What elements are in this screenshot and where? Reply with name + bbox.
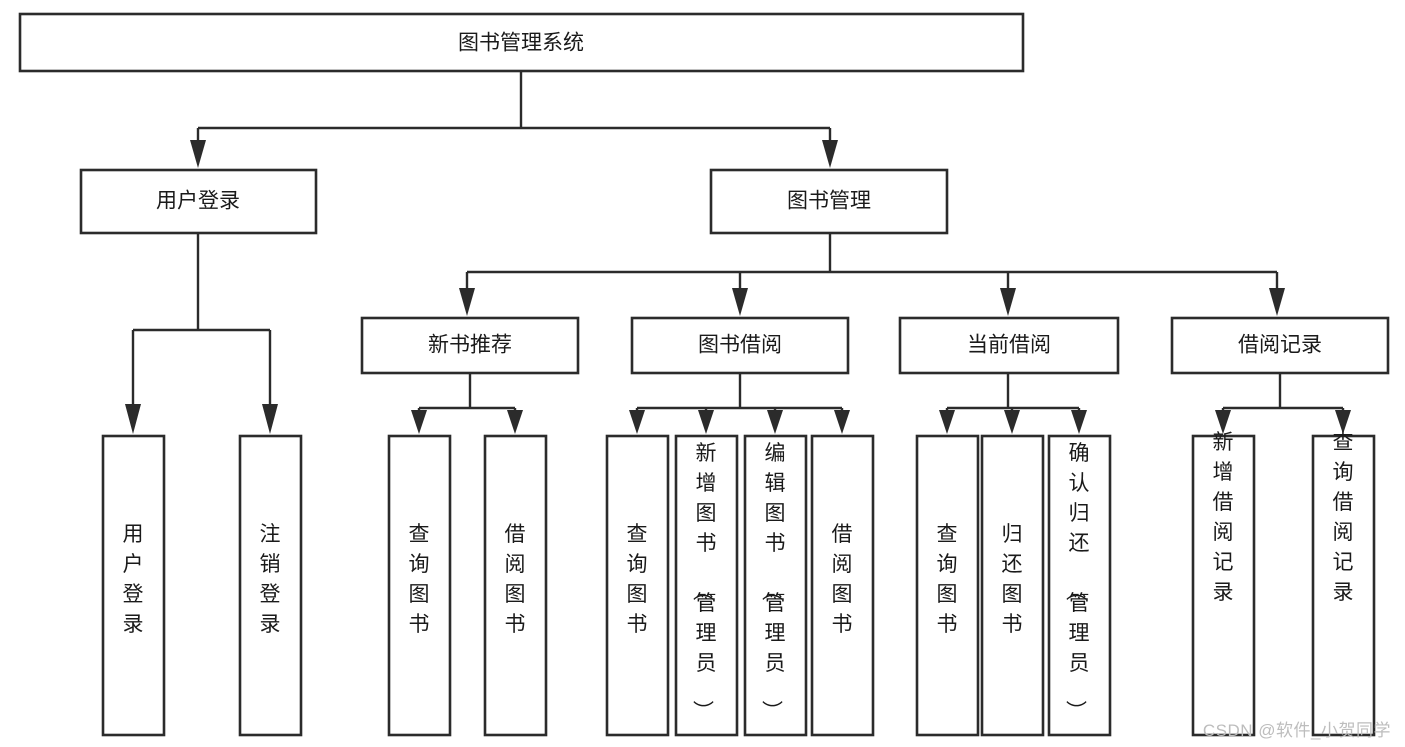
node-leaf-query-book-1[interactable]: 查询图书 — [387, 434, 452, 737]
arrow-head-new-book-recommend — [459, 288, 475, 316]
node-book-manage[interactable]: 图书管理 — [709, 168, 949, 235]
node-leaf-query-book-1-box[interactable] — [387, 434, 452, 737]
node-book-manage-box[interactable] — [709, 168, 949, 235]
node-new-book-recommend-label: 新书推荐 — [428, 334, 512, 357]
node-leaf-borrow-book-1-label: 借阅图书 — [505, 523, 526, 636]
node-leaf-add-borrow-record[interactable]: 新增借阅记录 — [1191, 431, 1256, 737]
node-leaf-logout-login[interactable]: 注销登录 — [238, 434, 303, 737]
node-leaf-confirm-return-label: 确认归还（管理员） — [1064, 442, 1090, 721]
arrow-head-leaf-user-login — [125, 404, 141, 434]
arrow-head-leaf-confirm-return — [1071, 410, 1087, 434]
node-leaf-query-book-3-label: 查询图书 — [937, 523, 958, 636]
node-leaf-edit-book[interactable]: 编辑图书（管理员） — [743, 434, 808, 737]
node-leaf-query-book-2-box[interactable] — [605, 434, 670, 737]
node-leaf-logout-login-label: 注销登录 — [260, 523, 281, 636]
arrow-head-leaf-borrow-book-1 — [507, 410, 523, 434]
node-leaf-borrow-book-2-label: 借阅图书 — [832, 523, 853, 636]
arrow-head-current-borrow — [1000, 288, 1016, 316]
arrow-head-leaf-query-book-3 — [939, 410, 955, 434]
arrow-head-leaf-add-borrow-record — [1215, 410, 1231, 434]
node-new-book-recommend-box[interactable] — [360, 316, 580, 375]
node-leaf-user-login-box[interactable] — [101, 434, 166, 737]
node-user-login[interactable]: 用户登录 — [79, 168, 318, 235]
node-leaf-add-borrow-record-label: 新增借阅记录 — [1213, 431, 1234, 604]
node-leaf-borrow-book-2-box[interactable] — [810, 434, 875, 737]
node-current-borrow[interactable]: 当前借阅 — [898, 316, 1120, 375]
arrow-head-leaf-query-book-1 — [411, 410, 427, 434]
node-root[interactable]: 图书管理系统 — [18, 12, 1025, 73]
node-leaf-query-book-3-box[interactable] — [915, 434, 980, 737]
node-book-borrow[interactable]: 图书借阅 — [630, 316, 850, 375]
node-leaf-return-book-box[interactable] — [980, 434, 1045, 737]
node-leaf-add-book-label: 新增图书（管理员） — [691, 442, 717, 721]
arrow-head-leaf-return-book — [1004, 410, 1020, 434]
arrow-head-leaf-borrow-book-2 — [834, 410, 850, 434]
node-leaf-borrow-book-1-box[interactable] — [483, 434, 548, 737]
node-borrow-record[interactable]: 借阅记录 — [1170, 316, 1390, 375]
node-leaf-query-book-3[interactable]: 查询图书 — [915, 434, 980, 737]
node-leaf-query-borrow-record[interactable]: 查询借阅记录 — [1311, 431, 1376, 737]
arrow-head-borrow-record — [1269, 288, 1285, 316]
node-new-book-recommend[interactable]: 新书推荐 — [360, 316, 580, 375]
arrow-head-leaf-logout-login — [262, 404, 278, 434]
node-leaf-borrow-book-1[interactable]: 借阅图书 — [483, 434, 548, 737]
node-root-label: 图书管理系统 — [458, 32, 584, 55]
node-leaf-query-book-2[interactable]: 查询图书 — [605, 434, 670, 737]
arrow-head-leaf-add-book — [698, 410, 714, 434]
node-current-borrow-label: 当前借阅 — [967, 334, 1051, 357]
node-leaf-add-book[interactable]: 新增图书（管理员） — [674, 434, 739, 737]
node-user-login-box[interactable] — [79, 168, 318, 235]
arrow-head-leaf-edit-book — [767, 410, 783, 434]
node-leaf-query-borrow-record-label: 查询借阅记录 — [1333, 431, 1354, 604]
node-leaf-return-book-label: 归还图书 — [1002, 523, 1023, 636]
arrow-head-leaf-query-book-2 — [629, 410, 645, 434]
arrow-head-book-manage — [822, 140, 838, 168]
node-leaf-edit-book-box[interactable] — [743, 434, 808, 737]
node-leaf-user-login[interactable]: 用户登录 — [101, 434, 166, 737]
node-leaf-user-login-label: 用户登录 — [123, 523, 144, 636]
arrow-head-book-borrow — [732, 288, 748, 316]
node-leaf-query-book-2-label: 查询图书 — [627, 523, 648, 636]
node-leaf-confirm-return[interactable]: 确认归还（管理员） — [1047, 434, 1112, 737]
node-leaf-query-book-1-label: 查询图书 — [409, 523, 430, 636]
node-leaf-add-book-box[interactable] — [674, 434, 739, 737]
connector-layer — [125, 71, 1351, 434]
node-root-box[interactable] — [18, 12, 1025, 73]
node-leaf-confirm-return-box[interactable] — [1047, 434, 1112, 737]
node-borrow-record-label: 借阅记录 — [1238, 334, 1322, 357]
node-book-manage-label: 图书管理 — [787, 190, 871, 213]
node-leaf-logout-login-box[interactable] — [238, 434, 303, 737]
node-book-borrow-box[interactable] — [630, 316, 850, 375]
node-leaf-edit-book-label: 编辑图书（管理员） — [760, 442, 786, 721]
node-current-borrow-box[interactable] — [898, 316, 1120, 375]
node-borrow-record-box[interactable] — [1170, 316, 1390, 375]
node-user-login-label: 用户登录 — [156, 190, 240, 213]
node-book-borrow-label: 图书借阅 — [698, 334, 782, 357]
node-leaf-borrow-book-2[interactable]: 借阅图书 — [810, 434, 875, 737]
node-leaf-add-borrow-record-box[interactable] — [1191, 434, 1256, 737]
arrow-head-leaf-query-borrow-record — [1335, 410, 1351, 434]
arrow-head-user-login — [190, 140, 206, 168]
node-leaf-query-borrow-record-box[interactable] — [1311, 434, 1376, 737]
node-leaf-return-book[interactable]: 归还图书 — [980, 434, 1045, 737]
